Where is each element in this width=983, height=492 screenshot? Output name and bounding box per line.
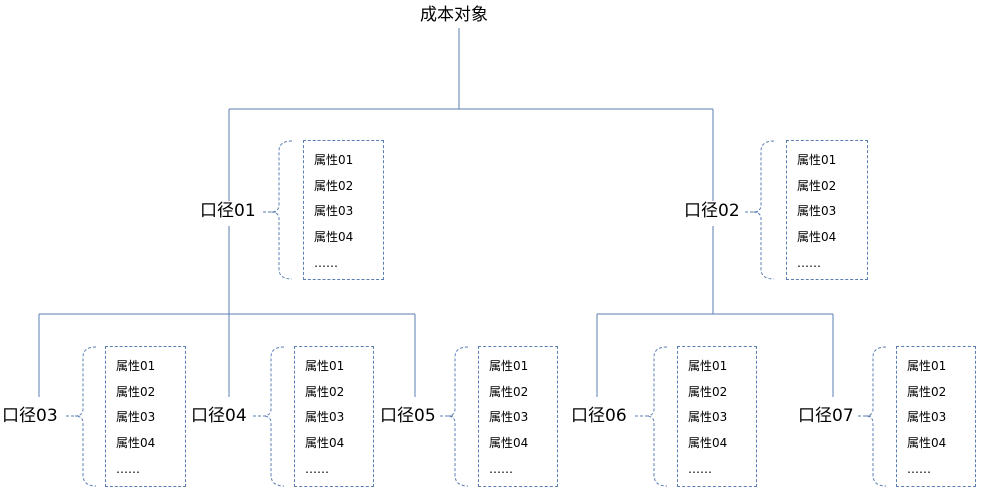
attribute-item: 属性02: [314, 179, 354, 193]
attribute-item: 属性01: [116, 359, 156, 373]
attribute-item: ……: [116, 462, 140, 476]
attribute-item: 属性03: [688, 410, 728, 424]
koujing06-label: 口径06: [571, 406, 627, 426]
attribute-item: ……: [797, 256, 821, 270]
attribute-item: 属性03: [797, 204, 837, 218]
attribute-item: ……: [688, 462, 712, 476]
attribute-box-koujing05: 属性01 属性02 属性03 属性04 ……: [478, 346, 558, 487]
attribute-item: 属性03: [314, 204, 354, 218]
attribute-item: 属性04: [797, 230, 837, 244]
attribute-item: 属性03: [907, 410, 947, 424]
attribute-item: 属性04: [489, 436, 529, 450]
attribute-item: 属性04: [907, 436, 947, 450]
attribute-item: 属性04: [688, 436, 728, 450]
attribute-item: 属性03: [305, 410, 345, 424]
attribute-item: 属性04: [305, 436, 345, 450]
koujing01-label: 口径01: [200, 201, 256, 221]
attribute-box-koujing07: 属性01 属性02 属性03 属性04 ……: [896, 346, 976, 487]
koujing05-label: 口径05: [380, 406, 436, 426]
attribute-item: 属性01: [305, 359, 345, 373]
bracket-koujing04: [253, 346, 285, 487]
koujing04-label: 口径04: [191, 406, 247, 426]
attribute-item: 属性02: [797, 179, 837, 193]
attribute-box-koujing03: 属性01 属性02 属性03 属性04 ……: [105, 346, 186, 487]
bracket-koujing03: [66, 346, 97, 487]
attribute-item: 属性02: [305, 385, 345, 399]
bracket-koujing05: [440, 346, 469, 487]
bracket-koujing07: [858, 346, 887, 487]
attribute-item: 属性01: [688, 359, 728, 373]
attribute-item: 属性02: [116, 385, 156, 399]
attribute-box-koujing04: 属性01 属性02 属性03 属性04 ……: [294, 346, 374, 487]
koujing02-label: 口径02: [684, 201, 740, 221]
attribute-item: 属性04: [314, 230, 354, 244]
attribute-item: ……: [314, 256, 338, 270]
attribute-item: ……: [489, 462, 513, 476]
attribute-item: 属性03: [489, 410, 529, 424]
koujing07-label: 口径07: [798, 406, 854, 426]
attribute-item: ……: [305, 462, 329, 476]
root-node-label: 成本对象: [420, 5, 488, 25]
attribute-box-koujing01: 属性01 属性02 属性03 属性04 ……: [303, 140, 384, 280]
attribute-box-koujing02: 属性01 属性02 属性03 属性04 ……: [786, 140, 868, 280]
attribute-item: 属性01: [907, 359, 947, 373]
bracket-koujing06: [635, 346, 668, 487]
attribute-item: 属性02: [907, 385, 947, 399]
attribute-item: 属性04: [116, 436, 156, 450]
bracket-koujing01: [263, 140, 293, 280]
attribute-item: 属性01: [797, 153, 837, 167]
attribute-item: 属性02: [688, 385, 728, 399]
attribute-item: 属性01: [489, 359, 529, 373]
attribute-item: 属性01: [314, 153, 354, 167]
attribute-item: 属性02: [489, 385, 529, 399]
bracket-koujing02: [745, 140, 775, 280]
attribute-item: 属性03: [116, 410, 156, 424]
attribute-box-koujing06: 属性01 属性02 属性03 属性04 ……: [677, 346, 757, 487]
koujing03-label: 口径03: [2, 406, 58, 426]
attribute-item: ……: [907, 462, 931, 476]
